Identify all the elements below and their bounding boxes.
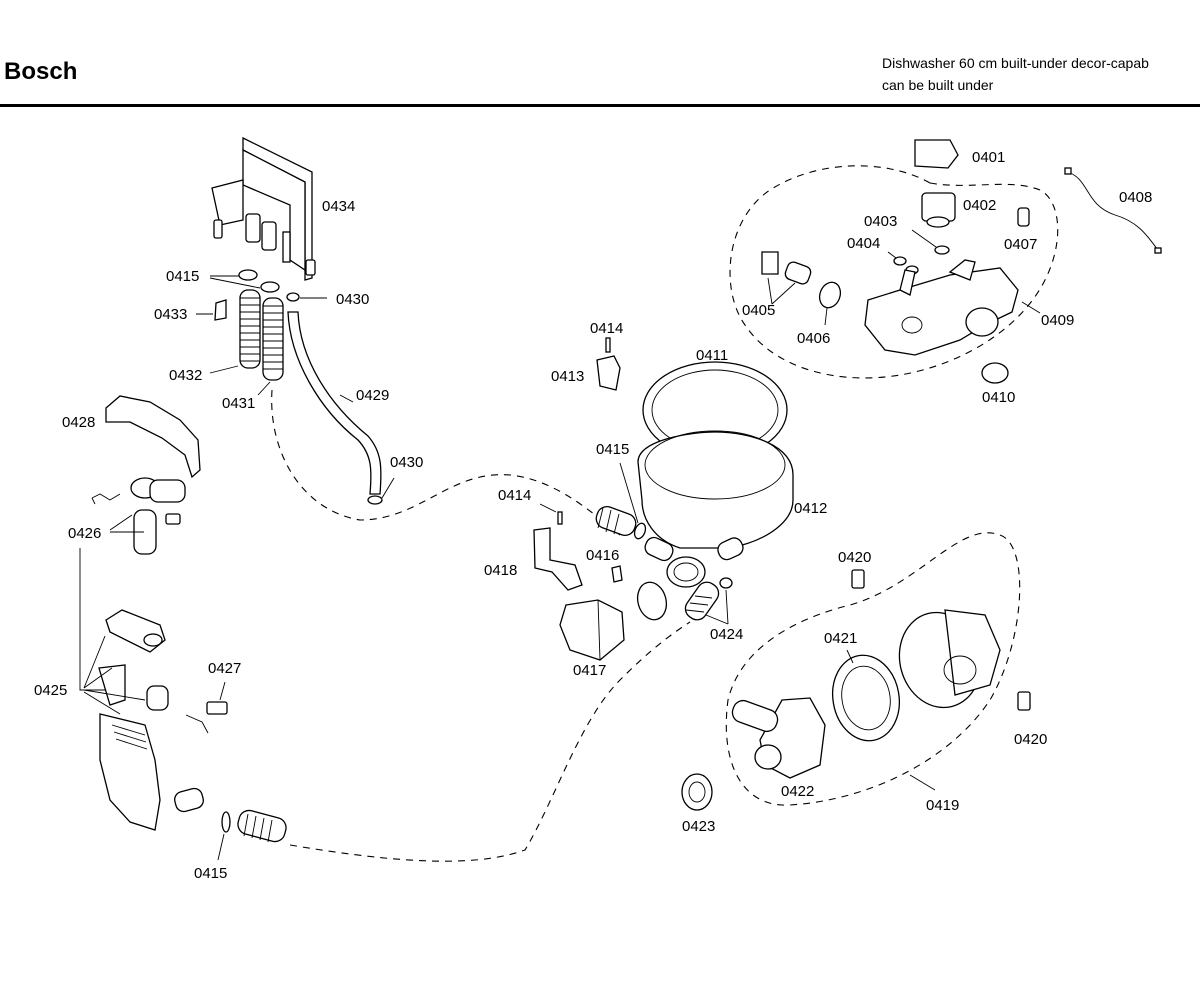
part-0415-orings-top: [209, 269, 280, 293]
callout-0433[interactable]: 0433: [154, 306, 187, 323]
part-0413-bracket: [596, 355, 621, 391]
callout-0415-center[interactable]: 0415: [596, 441, 629, 458]
callout-0420-right[interactable]: 0420: [1014, 731, 1047, 748]
callout-0406[interactable]: 0406: [797, 330, 830, 347]
callout-0415-top[interactable]: 0415: [166, 268, 199, 285]
callout-0402[interactable]: 0402: [963, 197, 996, 214]
callout-0404[interactable]: 0404: [847, 235, 880, 252]
callout-0418[interactable]: 0418: [484, 562, 517, 579]
part-0421-cover: [832, 649, 900, 742]
callout-0428[interactable]: 0428: [62, 414, 95, 431]
callout-0414-top[interactable]: 0414: [590, 320, 623, 337]
callout-0419[interactable]: 0419: [926, 797, 959, 814]
hose-path-drain: [289, 621, 691, 862]
part-0427-clip: [206, 681, 228, 715]
assembly-outline-0419: [725, 532, 1021, 806]
model-description-line-1: Dishwasher 60 cm built-under decor-capab: [882, 55, 1149, 71]
part-0433-clip: [196, 299, 227, 321]
leader-0419: [909, 774, 936, 791]
part-0415-oring-bottom: [217, 811, 231, 861]
header-divider: [0, 104, 1200, 107]
callout-0420-top[interactable]: 0420: [838, 549, 871, 566]
callout-0421[interactable]: 0421: [824, 630, 857, 647]
part-0425-assembly: [83, 609, 209, 831]
part-0426-assembly: [91, 477, 186, 555]
callout-0417[interactable]: 0417: [573, 662, 606, 679]
part-0428-cover: [105, 395, 201, 479]
part-0420-clip-right: [1017, 691, 1031, 711]
part-0402-valve: [921, 192, 956, 228]
callout-0432[interactable]: 0432: [169, 367, 202, 384]
part-0430-clamp-top: [286, 292, 327, 302]
part-0414-screw-mid: [539, 503, 563, 525]
part-0431-hose: [257, 297, 284, 396]
callout-0415-bottom[interactable]: 0415: [194, 865, 227, 882]
callout-0434[interactable]: 0434: [322, 198, 355, 215]
callout-0429[interactable]: 0429: [356, 387, 389, 404]
callout-0430-top[interactable]: 0430: [336, 291, 369, 308]
callout-0424[interactable]: 0424: [710, 626, 743, 643]
part-0424-hose: [684, 577, 733, 625]
callout-0427[interactable]: 0427: [208, 660, 241, 677]
callout-0416[interactable]: 0416: [586, 547, 619, 564]
part-0414-screw-top: [605, 337, 611, 353]
callout-0430-bottom[interactable]: 0430: [390, 454, 423, 471]
part-0434-drawing: [211, 136, 316, 281]
callout-0403[interactable]: 0403: [864, 213, 897, 230]
callout-0431[interactable]: 0431: [222, 395, 255, 412]
callout-0408[interactable]: 0408: [1119, 189, 1152, 206]
part-0432-hose: [209, 289, 261, 374]
part-0403-ring: [911, 229, 950, 255]
part-0409-heater-unit: [864, 259, 1041, 356]
model-description-line-2: can be built under: [882, 77, 994, 93]
callout-0414-mid[interactable]: 0414: [498, 487, 531, 504]
part-0420-clip-top: [851, 569, 865, 589]
part-0405-assembly: [761, 251, 812, 305]
part-pump-motor: [898, 609, 1001, 709]
hose-path-0431: [271, 389, 621, 536]
part-0422-pump-housing: [731, 697, 826, 779]
callout-0405[interactable]: 0405: [742, 302, 775, 319]
callout-0409[interactable]: 0409: [1041, 312, 1074, 329]
callout-0407[interactable]: 0407: [1004, 236, 1037, 253]
part-0430-clamp-bottom: [367, 477, 395, 505]
callout-0401[interactable]: 0401: [972, 149, 1005, 166]
part-0417-pump: [559, 599, 625, 661]
part-0406-oring: [818, 281, 842, 326]
callout-0425[interactable]: 0425: [34, 682, 67, 699]
part-0407-clip: [1017, 207, 1030, 227]
model-description: Dishwasher 60 cm built-under decor-capab…: [882, 52, 1149, 96]
callout-0412[interactable]: 0412: [794, 500, 827, 517]
part-0416-clip: [611, 565, 623, 583]
part-0401-cover: [914, 139, 959, 169]
part-0408-wire: [1064, 167, 1162, 254]
callout-0426[interactable]: 0426: [68, 525, 101, 542]
part-0429-hose: [287, 311, 382, 495]
callout-0422[interactable]: 0422: [781, 783, 814, 800]
assembly-outline-0409: [729, 165, 1059, 379]
part-0423-grommet: [681, 773, 713, 811]
part-0418-bracket: [533, 527, 583, 591]
part-oring-large: [636, 581, 668, 621]
callout-0410[interactable]: 0410: [982, 389, 1015, 406]
part-0410-clamp: [981, 362, 1009, 384]
callout-0413[interactable]: 0413: [551, 368, 584, 385]
bracket-line-0425-0426: [79, 548, 105, 691]
part-0415-oring-center: [595, 462, 647, 540]
part-0412-sump: [637, 430, 794, 588]
brand-name: Bosch: [4, 58, 78, 85]
part-0404-ring: [887, 251, 919, 275]
drain-hose-segment: [237, 809, 287, 843]
callout-0411[interactable]: 0411: [696, 347, 728, 364]
callout-0423[interactable]: 0423: [682, 818, 715, 835]
